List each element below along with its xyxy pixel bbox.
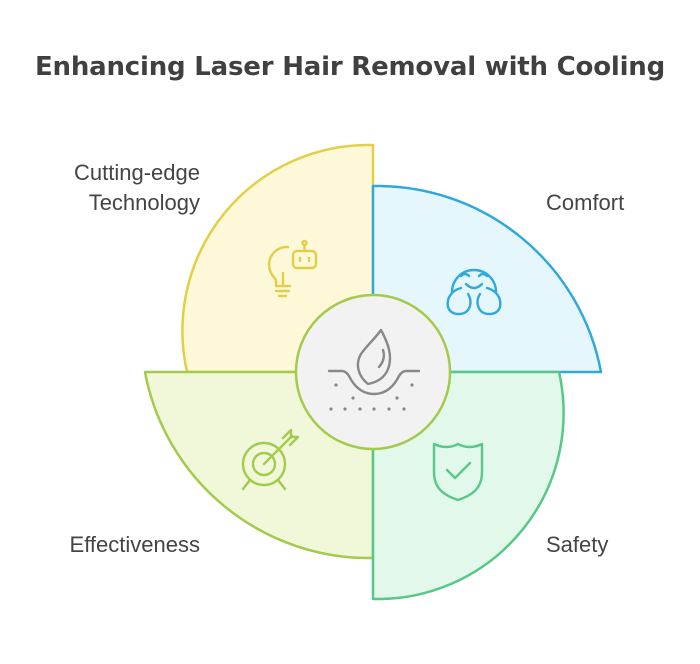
- label-effectiveness-line-1: Effectiveness: [69, 532, 200, 557]
- label-technology: Cutting-edge Technology: [74, 158, 200, 218]
- shield-check-icon: [432, 442, 484, 502]
- lightbulb-robot-icon: [267, 239, 318, 298]
- label-comfort: Comfort: [546, 188, 624, 218]
- center-circle: [294, 293, 452, 451]
- hair-follicle-icon: [327, 328, 421, 411]
- label-comfort-line-1: Comfort: [546, 190, 625, 215]
- diagram-title: Enhancing Laser Hair Removal with Coolin…: [34, 52, 666, 82]
- label-technology-line-1: Cutting-edge: [74, 160, 200, 185]
- label-technology-line-2: Technology: [88, 190, 200, 215]
- label-safety: Safety: [546, 530, 608, 560]
- target-arrow-icon: [241, 428, 300, 491]
- label-effectiveness: Effectiveness: [70, 530, 200, 560]
- happy-face-icon: [446, 268, 502, 316]
- label-safety-line-1: Safety: [546, 532, 609, 557]
